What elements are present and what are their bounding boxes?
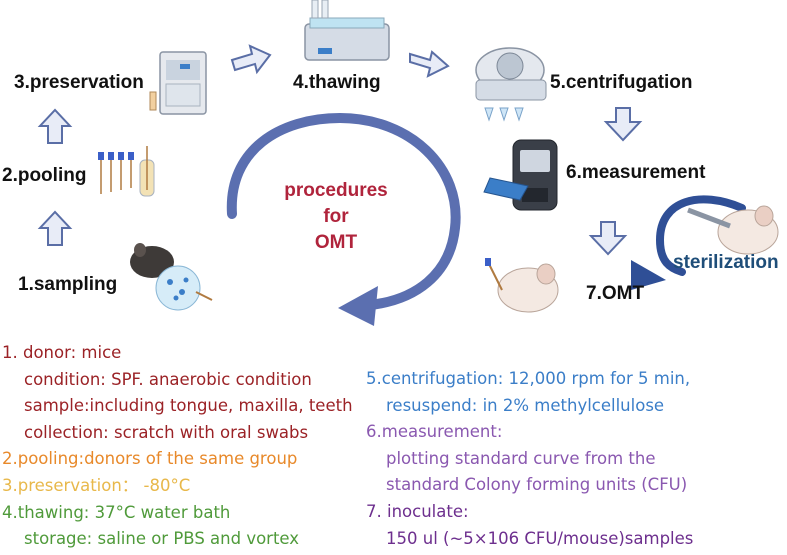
sterilization-label: sterilization xyxy=(673,252,779,273)
water-bath-icon xyxy=(304,0,390,61)
center-title-line-3: OMT xyxy=(314,232,358,253)
freezer-icon xyxy=(149,51,207,115)
note-cfu-text: standard Colony forming units (CFU) xyxy=(386,475,688,495)
note-thawing: 4.thawing: 37°C water bath xyxy=(2,502,231,522)
step-arrow-2-3 xyxy=(37,108,73,144)
note-collection-text: collection: scratch with oral swabs xyxy=(24,422,309,442)
note-collection: collection: scratch with oral swabs xyxy=(2,420,353,447)
step-4-thawing-label: 4.thawing xyxy=(293,72,381,93)
note-donor: 1. donor: mice xyxy=(2,343,122,362)
plate-reader-icon xyxy=(483,139,558,211)
note-plotting: plotting standard curve from the xyxy=(366,446,693,473)
cycle-arrow xyxy=(226,112,461,326)
center-title-line-1: procedures xyxy=(284,180,388,201)
note-centrifugation: 5.centrifugation: 12,000 rpm for 5 min, xyxy=(366,369,691,388)
step-6-measurement-label: 6.measurement xyxy=(566,162,706,183)
step-arrow-6-7 xyxy=(588,221,628,256)
step-7-omt-label: 7.OMT xyxy=(586,283,645,304)
note-resuspend: resuspend: in 2% methylcellulose xyxy=(366,393,693,420)
center-title-line-2: for xyxy=(323,206,349,227)
swabs-icon xyxy=(98,146,155,197)
note-dose-text: 150 ul (~5×106 CFU/mouse)samples xyxy=(386,528,694,548)
step-5-centrifugation-label: 5.centrifugation xyxy=(550,72,693,93)
step-arrow-4-5 xyxy=(409,50,450,78)
note-pooling: 2.pooling:donors of the same group xyxy=(2,449,298,469)
note-storage-text: storage: saline or PBS and vortex xyxy=(24,529,300,549)
note-inoculate: 7. inoculate: xyxy=(366,501,469,521)
center-title: procedures for OMT xyxy=(268,178,404,256)
note-cfu: standard Colony forming units (CFU) xyxy=(366,472,693,499)
step-arrow-5-6 xyxy=(603,107,643,142)
step-arrow-3-4 xyxy=(230,44,272,75)
note-plotting-text: plotting standard curve from the xyxy=(386,448,656,468)
step-arrow-1-2 xyxy=(37,210,73,246)
note-preservation: 3.preservation： -80°C xyxy=(2,475,191,495)
note-sample-text: sample:including tongue, maxilla, teeth xyxy=(24,396,353,416)
note-sample: sample:including tongue, maxilla, teeth xyxy=(2,393,353,420)
note-dose: 150 ul (~5×106 CFU/mouse)samples xyxy=(366,526,693,553)
step-1-sampling-label: 1.sampling xyxy=(18,274,118,295)
sampling-mouse-icon xyxy=(130,243,213,311)
sterilization-mouse-icon xyxy=(687,205,779,255)
sterilization-arrow xyxy=(631,195,746,290)
omt-mouse-icon xyxy=(485,258,559,313)
note-measurement: 6.measurement: xyxy=(366,422,503,442)
note-condition: condition: SPF. anaerobic condition xyxy=(2,367,353,394)
notes-left: 1. donor: mice condition: SPF. anaerobic… xyxy=(2,340,353,553)
note-resuspend-text: resuspend: in 2% methylcellulose xyxy=(386,395,665,415)
note-storage: storage: saline or PBS and vortex xyxy=(2,526,353,553)
step-2-pooling-label: 2.pooling xyxy=(2,165,87,186)
centrifuge-icon xyxy=(475,47,547,122)
note-condition-text: condition: SPF. anaerobic condition xyxy=(24,369,312,389)
notes-right: 5.centrifugation: 12,000 rpm for 5 min, … xyxy=(366,366,693,552)
step-3-preservation-label: 3.preservation xyxy=(14,72,144,93)
